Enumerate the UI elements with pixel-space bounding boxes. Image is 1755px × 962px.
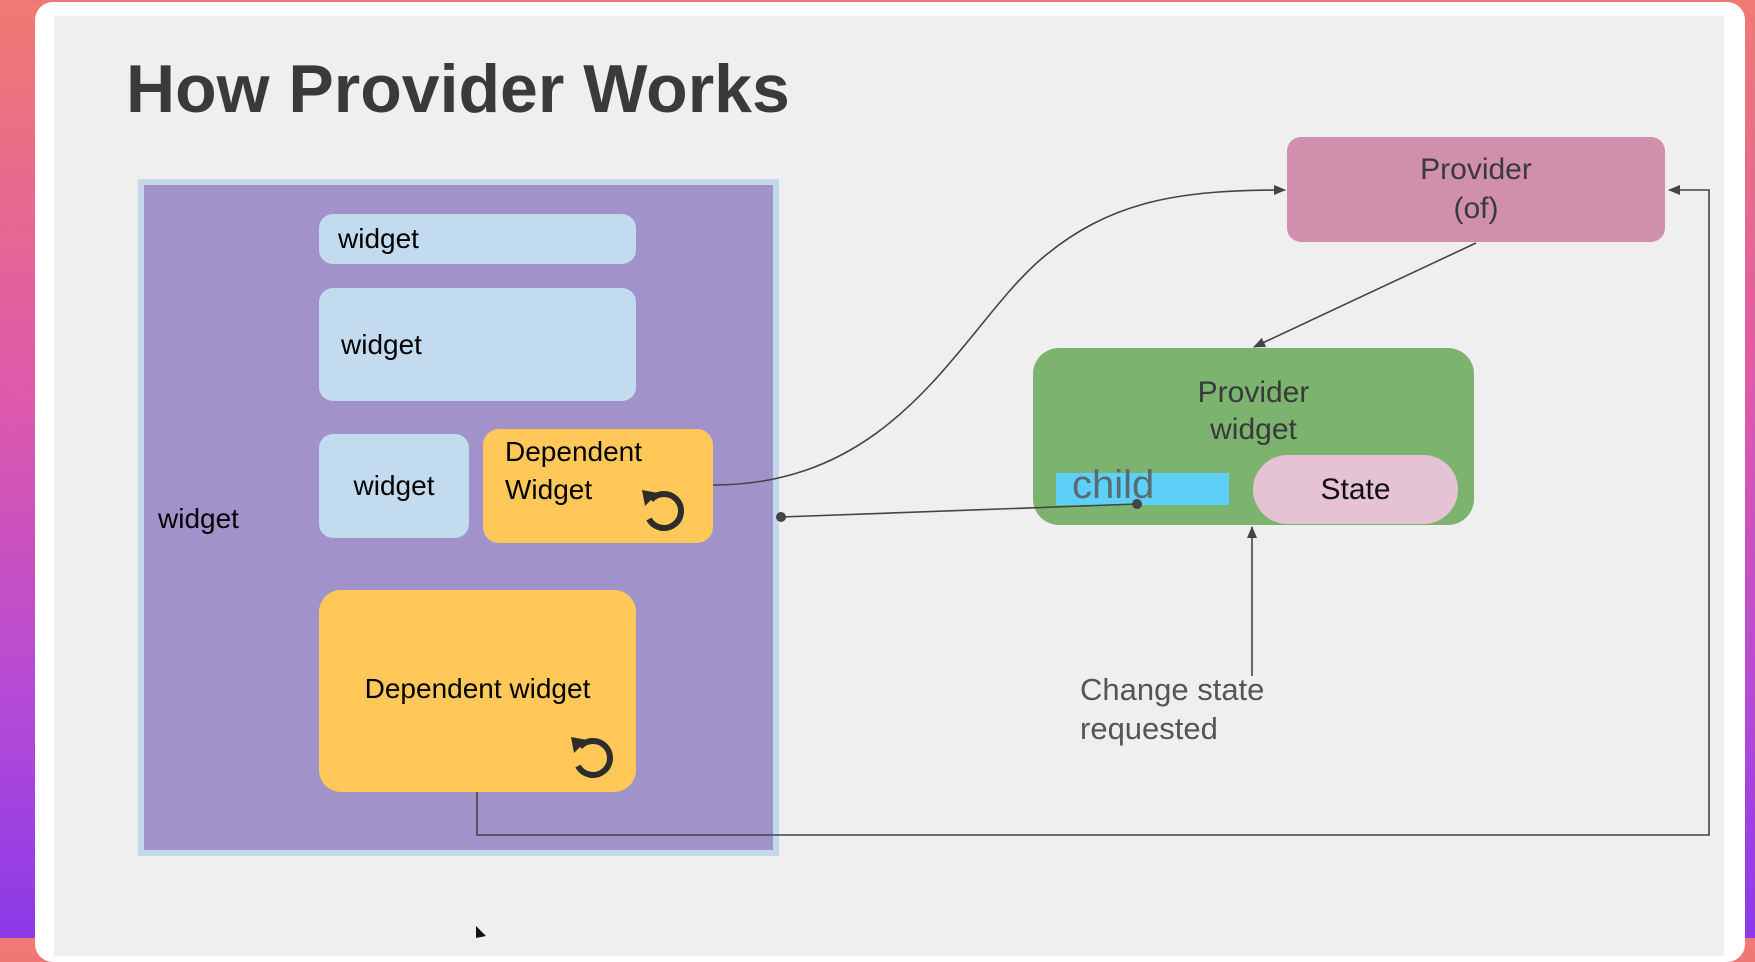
dependent-widget-large: Dependent widget [319, 590, 636, 792]
mouse-cursor-icon [476, 926, 486, 938]
widget-box-2-label: widget [341, 328, 422, 360]
change-state-line1: Change state [1080, 672, 1265, 707]
dependent-widget-small-line1: Dependent [505, 436, 643, 467]
widget-box-1-label: widget [338, 223, 419, 254]
widget-box-1: widget [319, 214, 636, 264]
outer-widget-label: widget [158, 503, 239, 534]
arrow-provider-to-provider-widget [1253, 242, 1477, 348]
dependent-widget-small-line2: Widget [505, 474, 593, 505]
arrow-loop-to-provider [476, 185, 1710, 836]
widget-box-3: widget [319, 434, 469, 538]
widget-box-2: widget [319, 288, 636, 401]
slide-title: How Provider Works [126, 51, 790, 127]
change-state-line2: requested [1080, 711, 1218, 746]
dependent-widget-large-label: Dependent widget [364, 673, 591, 704]
connector-dot-left [776, 512, 786, 522]
connector-dot-right [1132, 499, 1142, 509]
provider-of-line2: (of) [1453, 192, 1499, 225]
dependent-widget-small: Dependent Widget [483, 429, 713, 543]
connector-arrows [476, 185, 1710, 836]
state-pill: State [1253, 455, 1458, 524]
provider-of-box: Provider (of) [1287, 137, 1665, 242]
widget-box-3-label: widget [353, 470, 435, 501]
state-label: State [1320, 472, 1391, 506]
child-to-tree-connector [780, 503, 1138, 518]
provider-of-line1: Provider [1420, 153, 1532, 186]
provider-widget-label: Provider widget [1033, 374, 1474, 448]
rebuild-icon [571, 737, 613, 778]
dependent-widget-small-label: Dependent Widget [505, 433, 642, 509]
arrow-dependent-to-provider [712, 185, 1286, 486]
child-highlight [1056, 473, 1229, 505]
child-label: child [1072, 463, 1155, 507]
change-state-label: Change state requested [1080, 670, 1264, 748]
provider-widget-line1: Provider [1197, 376, 1310, 409]
rebuild-icon [642, 490, 684, 531]
provider-widget-line2: widget [1210, 413, 1297, 446]
